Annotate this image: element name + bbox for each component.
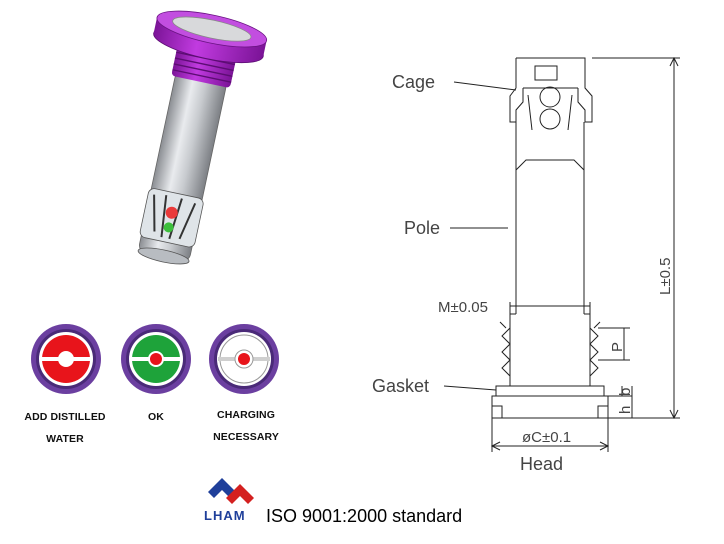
indicator-ok-line1: OK [148,411,164,423]
indicator-ok-icon [121,324,191,394]
product-render [137,10,268,265]
indicator-add-water-line1: ADD DISTILLED [24,411,106,423]
pole-outline [515,170,585,314]
cage-label: Cage [392,72,435,92]
green-ball [163,222,174,233]
dim-b-label: b [617,388,634,396]
cage-ball-top [539,86,561,108]
dim-h-label: h [617,406,634,414]
cage-ball-bottom [539,108,561,130]
head-label: Head [520,454,563,474]
indicator-charging-label: CHARGING NECESSARY [196,404,296,448]
thread-outline [509,314,591,386]
indicator-charging-line1: CHARGING [217,409,275,421]
gasket-outline [495,385,605,397]
technical-drawing: Cage Pole Gasket Head M±0.05 øC±0.1 L±0.… [372,56,680,474]
indicator-ok-label: OK [126,406,186,428]
dim-m-label: M±0.05 [438,299,488,316]
indicator-charging-icon [209,324,279,394]
iso-standard-text: ISO 9001:2000 standard [266,506,463,526]
cage-outline [509,57,593,123]
lham-logo-icon: LHAM [204,478,254,522]
red-ball [165,206,178,219]
dim-l-label: L±0.5 [657,258,674,295]
lham-logo-text: LHAM [204,508,246,522]
pole-label: Pole [404,218,440,238]
indicator-add-water-line2: WATER [46,433,84,445]
indicator-add-water-label: ADD DISTILLED WATER [4,406,126,450]
dim-p-label: P [609,342,626,352]
indicator-charging-line2: NECESSARY [213,431,279,443]
dim-c-label: øC±0.1 [522,429,571,446]
indicator-add-water-icon [31,324,101,394]
head-outline [491,395,609,419]
gasket-label: Gasket [372,376,429,396]
